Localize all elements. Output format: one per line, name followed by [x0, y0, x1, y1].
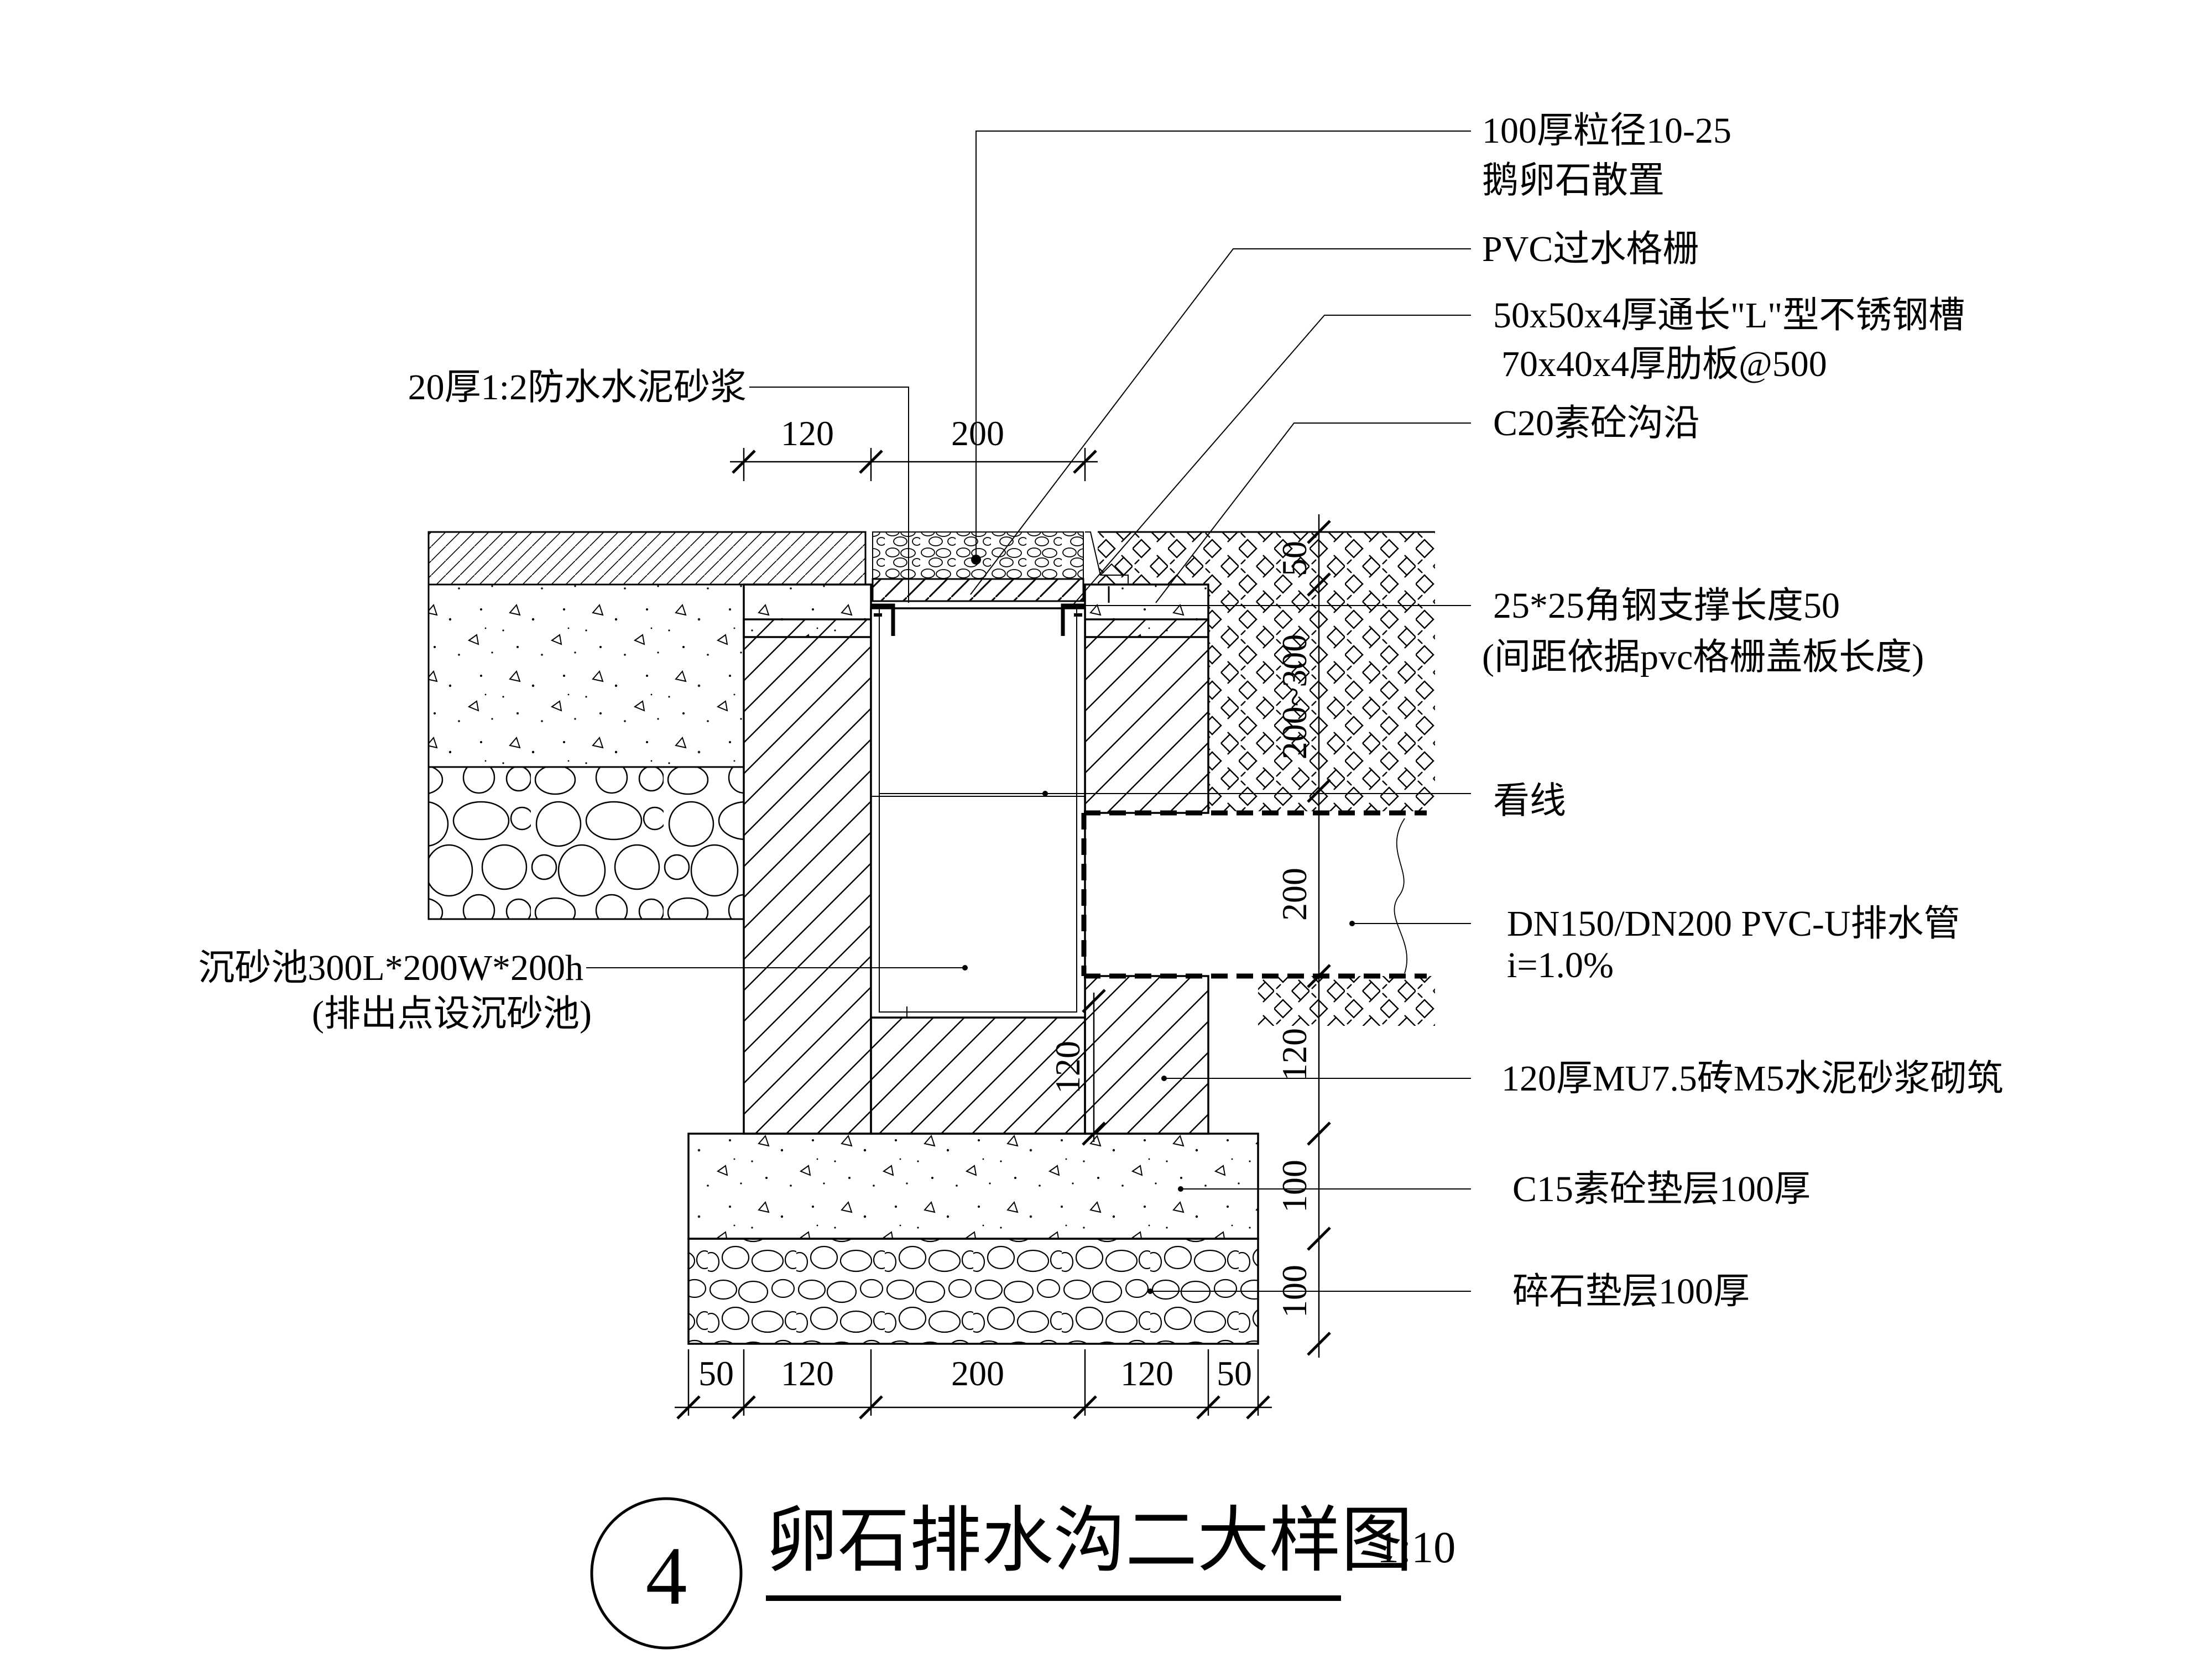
channel-interior	[870, 607, 1086, 1019]
label-gravel-base: 碎石垫层100厚	[1512, 1271, 1750, 1312]
dim-bottom-200: 200	[951, 1354, 1004, 1393]
label-c15-base: C15素砼垫层100厚	[1512, 1169, 1811, 1209]
label-sight-line: 看线	[1493, 781, 1566, 821]
right-soil-lower	[1258, 976, 1435, 1026]
dim-bottom-120-left: 120	[781, 1354, 834, 1393]
dimension-lines	[675, 448, 1331, 1420]
dim-right-100b: 100	[1275, 1265, 1314, 1318]
dim-right-100a: 100	[1275, 1160, 1314, 1213]
label-pipe-line2: i=1.0%	[1507, 945, 1614, 985]
label-pvc-grate: PVC过水格栅	[1482, 229, 1699, 269]
right-brick-wall-upper	[1084, 618, 1209, 814]
label-c20-edge: C20素砼沟沿	[1493, 403, 1700, 444]
label-angle-steel-line2: (间距依据pvc格栅盖板长度)	[1482, 637, 1924, 677]
label-steel-channel-line1: 50x50x4厚通长"L"型不锈钢槽	[1493, 295, 1965, 336]
dim-top-200: 200	[951, 414, 1004, 453]
label-pipe-line1: DN150/DN200 PVC-U排水管	[1507, 904, 1960, 944]
c20-edge-left	[743, 583, 872, 638]
left-pavement	[427, 531, 867, 920]
right-soil	[1098, 531, 1435, 1026]
label-brick-wall: 120厚MU7.5砖M5水泥砂浆砌筑	[1501, 1058, 2004, 1099]
steel-channel-right	[1061, 603, 1085, 636]
left-cobble-layer	[427, 766, 745, 920]
title-scale: 1:10	[1377, 1524, 1455, 1572]
drain-pipe	[1081, 810, 1427, 979]
label-sand-pit-line2: (排出点设沉砂池)	[312, 994, 592, 1034]
title-number-circle	[590, 1497, 743, 1650]
title-number: 4	[646, 1530, 687, 1622]
title-text: 卵石排水沟二大样图	[766, 1501, 1413, 1581]
dim-bottom-50-right: 50	[1217, 1354, 1252, 1393]
label-pebble-line1: 100厚粒径10-25	[1482, 111, 1731, 151]
dim-bottom-120-right: 120	[1120, 1354, 1173, 1393]
right-soil-mass	[1208, 585, 1435, 811]
channel-sight-line	[879, 608, 1077, 1013]
label-steel-channel-line2: 70x40x4厚肋板@500	[1501, 344, 1827, 384]
right-surface-paving	[1098, 532, 1435, 585]
left-brick-wall	[743, 618, 872, 1135]
pvc-grate	[872, 578, 1084, 602]
label-sand-pit-line1: 沉砂池300L*200W*200h	[198, 948, 583, 988]
c15-concrete-base	[687, 1133, 1259, 1240]
title-block: 4 卵石排水沟二大样图 1:10	[590, 1497, 1455, 1650]
dim-right-120: 120	[1275, 1028, 1314, 1081]
right-brick-wall-lower	[1084, 975, 1209, 1135]
steel-channel-left	[871, 603, 895, 636]
label-angle-steel-line1: 25*25角钢支撑长度50	[1493, 586, 1840, 626]
left-surface-paving	[427, 531, 867, 586]
dim-right-200: 200	[1275, 868, 1314, 921]
label-mortar-20: 20厚1:2防水水泥砂浆	[408, 367, 747, 408]
left-base-concrete	[427, 583, 745, 768]
dim-top-120: 120	[781, 414, 834, 453]
dim-inner-120: 120	[1048, 1041, 1087, 1094]
label-pebble-line2: 鹅卵石散置	[1482, 160, 1665, 201]
brick-floor	[870, 1016, 1086, 1135]
dim-bottom-50-left: 50	[698, 1354, 734, 1393]
c20-edge-right	[1084, 583, 1209, 638]
dim-right-200-300: 200~300	[1275, 634, 1314, 760]
leader-lines	[586, 131, 1471, 1294]
dim-right-50: 50	[1275, 541, 1314, 576]
